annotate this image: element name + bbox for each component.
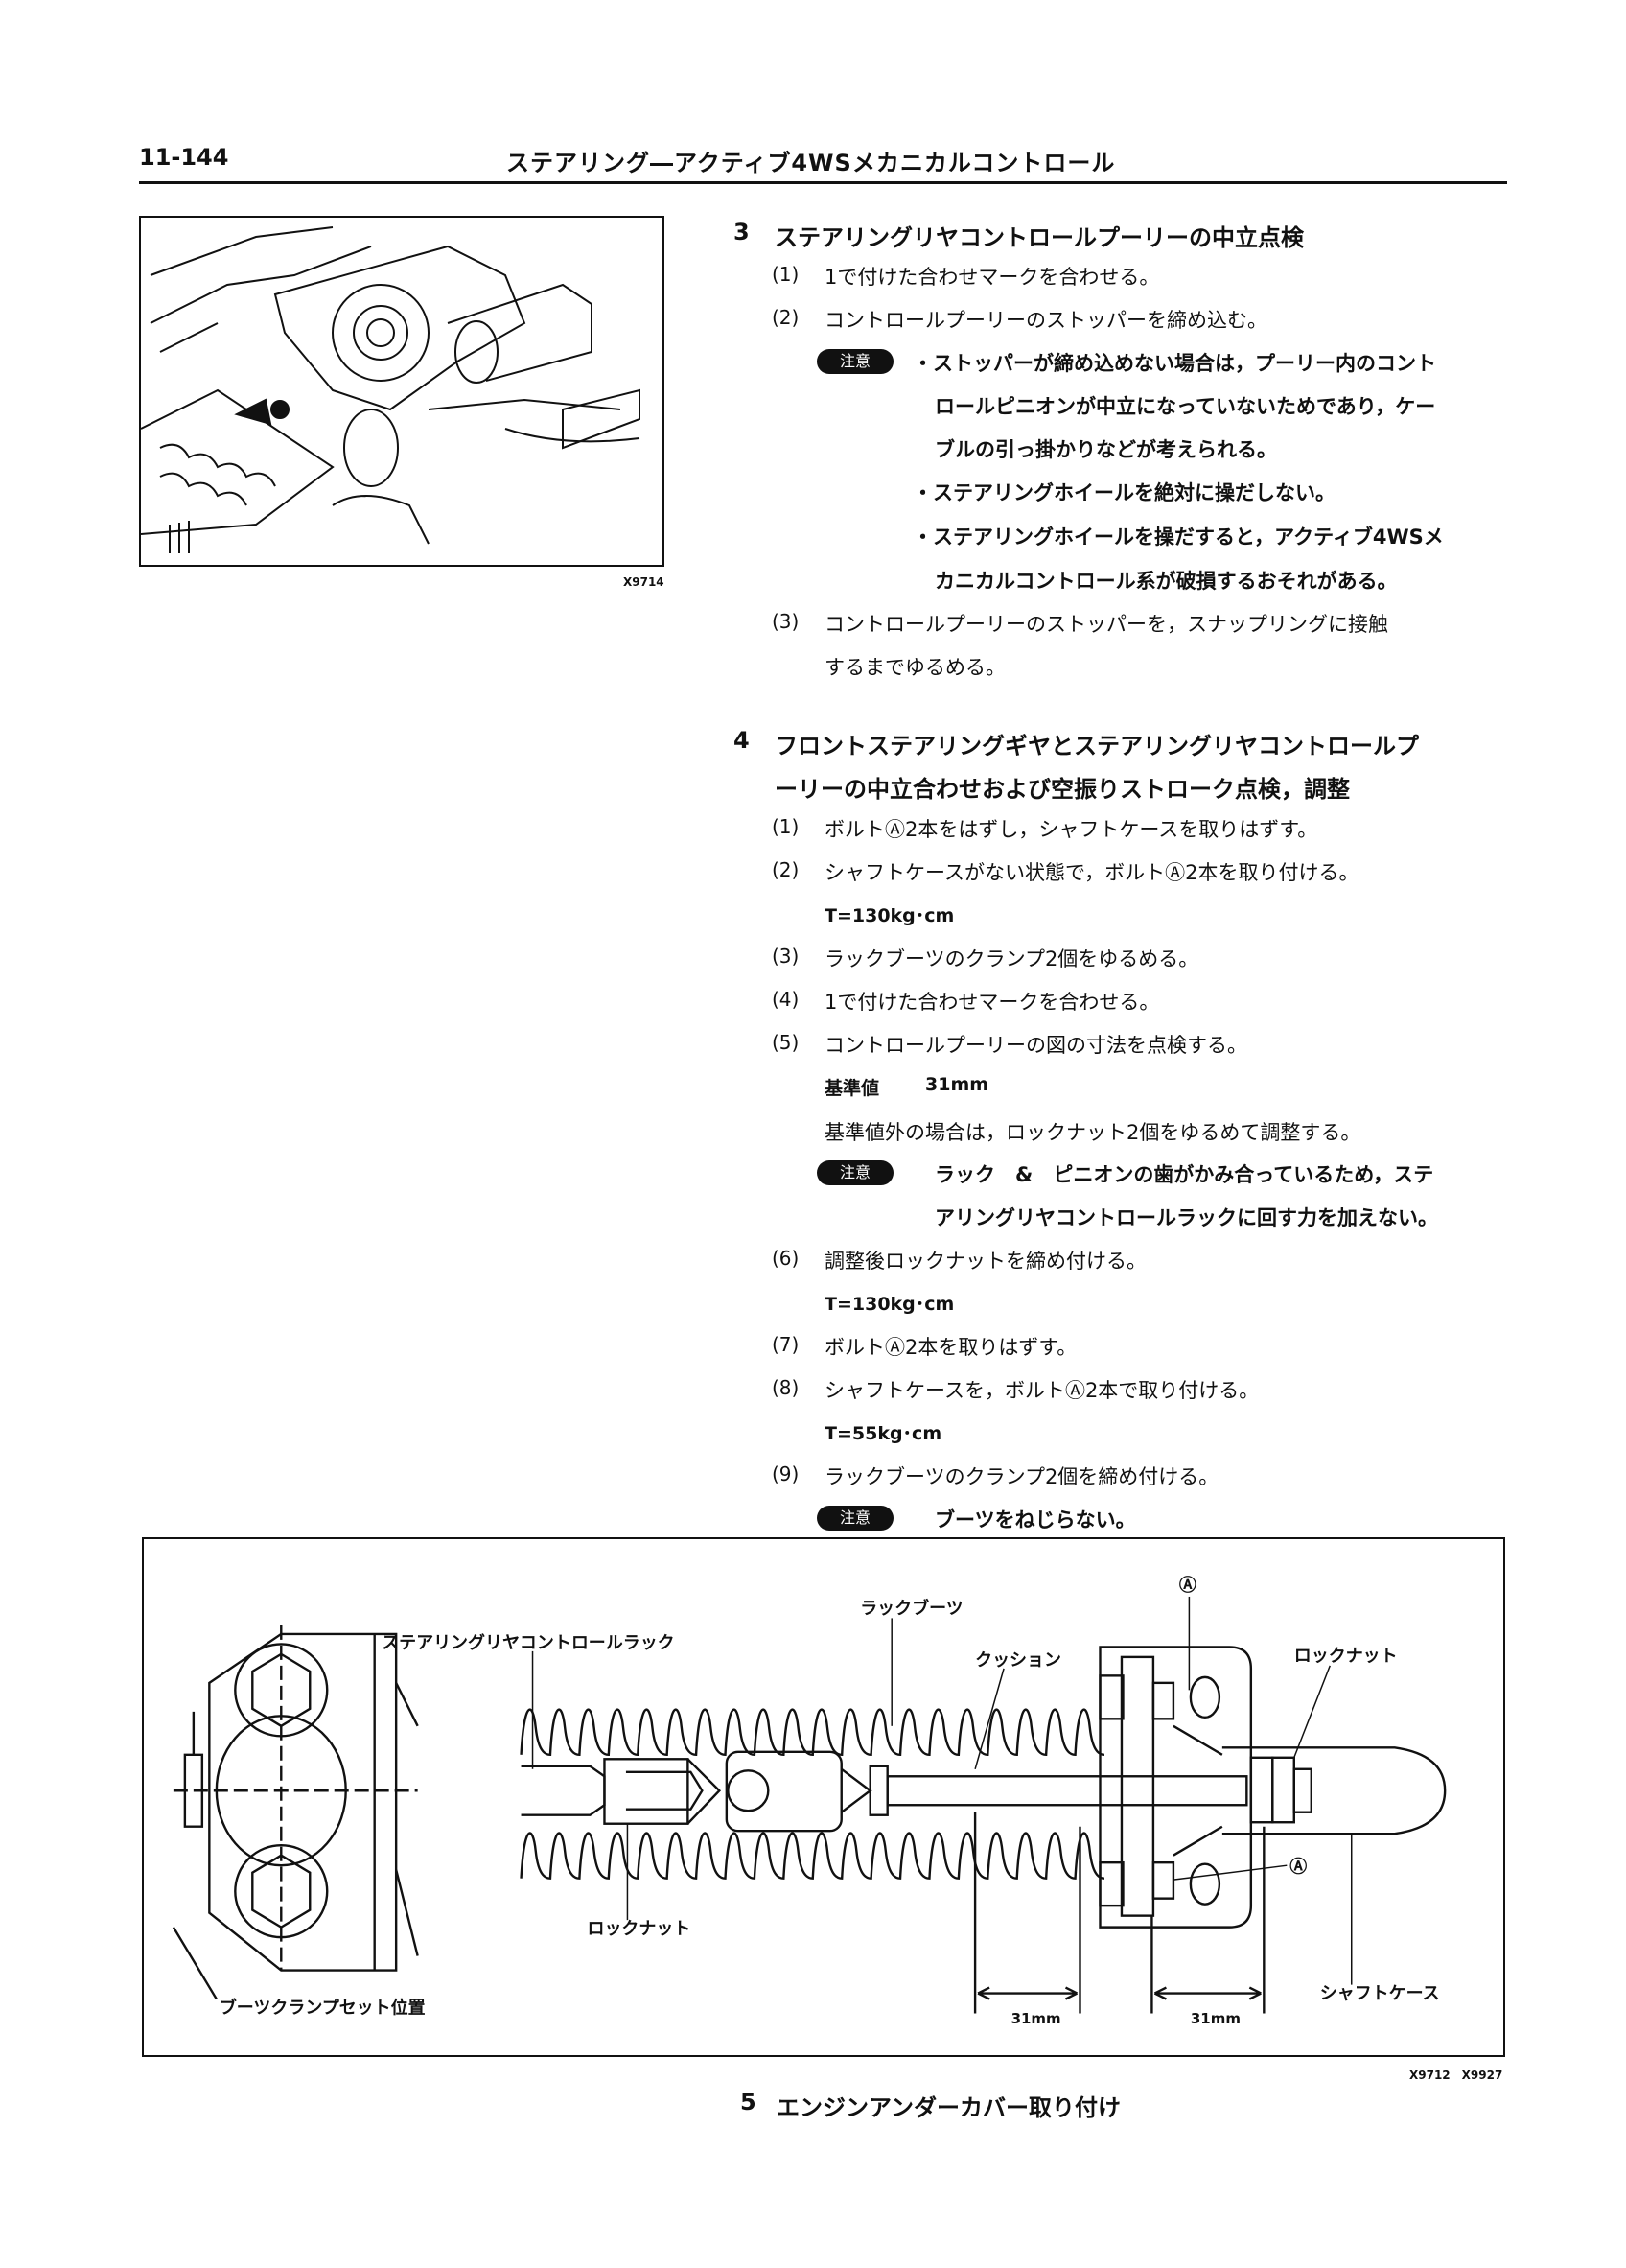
label-clamp-position: ブーツクランプセット位置 [220, 1998, 426, 2019]
step-number: (5) [772, 1031, 800, 1054]
step-text: コントロールプーリーのストッパーを締め込む。 [825, 309, 1267, 332]
step-number: (3) [772, 610, 800, 633]
step-number: (1) [772, 263, 800, 286]
caution-line: ロールピニオンが中立になっていないためであり，ケー [935, 395, 1436, 418]
standard-value: 31mm [925, 1074, 989, 1095]
step-text: するまでゆるめる。 [825, 656, 1006, 679]
label-rack-boot: ラックブーツ [860, 1598, 963, 1619]
rack-adjustment-diagram: ステアリングリヤコントロールラック ラックブーツ クッション Ⓐ ロックナット … [142, 1537, 1505, 2057]
step-text: 基準値外の場合は，ロックナット2個をゆるめて調整する。 [825, 1121, 1361, 1144]
caution-badge: 注意 [817, 1160, 894, 1185]
torque-spec: T=130kg･cm [825, 905, 955, 926]
section-4-title: ーリーの中立合わせおよび空振りストローク点検，調整 [775, 776, 1350, 803]
caution-badge: 注意 [817, 349, 894, 374]
step-number: (9) [772, 1462, 800, 1485]
label-dimension-1: 31mm [1011, 2010, 1061, 2027]
boot-clamp-view [172, 1625, 419, 2000]
page-number: 11-144 [139, 144, 229, 171]
step-number: (2) [772, 858, 800, 881]
torque-spec: T=130kg･cm [825, 1294, 955, 1315]
figure-code: X9712 X9927 [1409, 2069, 1503, 2082]
header-rule [139, 181, 1507, 184]
section-4-title: フロントステアリングギヤとステアリングリヤコントロールプ [775, 733, 1419, 760]
caution-line: アリングリヤコントロールラックに回す力を加えない。 [935, 1206, 1438, 1229]
label-cushion: クッション [975, 1650, 1061, 1671]
caution-line: ブルの引っ掛かりなどが考えられる。 [935, 438, 1277, 461]
running-title: ステアリング―アクティブ4WSメカニカルコントロール [506, 150, 1116, 176]
step-text: コントロールプーリーの図の寸法を点検する。 [825, 1034, 1247, 1057]
section-4-number: 4 [733, 727, 750, 754]
section-5-number: 5 [740, 2089, 756, 2116]
step-number: (2) [772, 306, 800, 329]
step-number: (1) [772, 815, 800, 838]
rack-boot-lower [520, 1832, 1105, 1880]
step-text: シャフトケースを，ボルトⒶ2本で取り付ける。 [825, 1379, 1260, 1402]
rack-boot-upper [520, 1708, 1105, 1756]
step-text: 1で付けた合わせマークを合わせる。 [825, 266, 1160, 289]
caution-line: カニカルコントロール系が破損するおそれがある。 [935, 570, 1398, 593]
step-text: ラックブーツのクランプ2個をゆるめる。 [825, 947, 1199, 970]
caution-line: ・ステアリングホイールを操だすると，アクティブ4WSメ [913, 526, 1444, 549]
step-number: (3) [772, 945, 800, 968]
step-text: 調整後ロックナットを締め付ける。 [825, 1250, 1147, 1273]
caution-line: ブーツをねじらない。 [935, 1508, 1136, 1531]
step-text: ラックブーツのクランプ2個を締め付ける。 [825, 1465, 1220, 1488]
label-rack: ステアリングリヤコントロールラック [382, 1632, 674, 1653]
step-number: (4) [772, 988, 800, 1011]
label-locknut-right: ロックナット [1294, 1646, 1398, 1666]
caution-line: ・ストッパーが締め込めない場合は，プーリー内のコント [913, 352, 1436, 375]
step-number: (8) [772, 1376, 800, 1399]
label-shaft-case: シャフトケース [1320, 1984, 1440, 2004]
standard-value-label: 基準値 [825, 1078, 880, 1099]
step-text: コントロールプーリーのストッパーを，スナップリングに接触 [825, 613, 1388, 636]
caution-line: ・ステアリングホイールを絶対に操だしない。 [913, 481, 1336, 504]
step-number: (6) [772, 1247, 800, 1270]
label-bolt-a-top: Ⓐ [1179, 1575, 1196, 1596]
torque-spec: T=55kg･cm [825, 1423, 942, 1444]
section-3-number: 3 [733, 219, 750, 246]
step-text: ボルトⒶ2本をはずし，シャフトケースを取りはずす。 [825, 818, 1318, 841]
step-text: ボルトⒶ2本を取りはずす。 [825, 1336, 1078, 1359]
step-text: シャフトケースがない状態で，ボルトⒶ2本を取り付ける。 [825, 861, 1359, 884]
section-5-title: エンジンアンダーカバー取り付け [777, 2094, 1122, 2121]
pulley-illustration [139, 216, 664, 567]
step-number: (7) [772, 1333, 800, 1356]
caution-line: ラック & ピニオンの歯がかみ合っているため，ステ [935, 1163, 1434, 1186]
label-bolt-a-bottom: Ⓐ [1289, 1857, 1307, 1878]
step-text: 1で付けた合わせマークを合わせる。 [825, 991, 1160, 1014]
caution-badge: 注意 [817, 1506, 894, 1531]
label-locknut-left: ロックナット [587, 1919, 690, 1939]
section-3-title: ステアリングリヤコントロールプーリーの中立点検 [775, 224, 1304, 251]
label-dimension-2: 31mm [1191, 2010, 1241, 2027]
figure-code: X9714 [623, 575, 664, 589]
